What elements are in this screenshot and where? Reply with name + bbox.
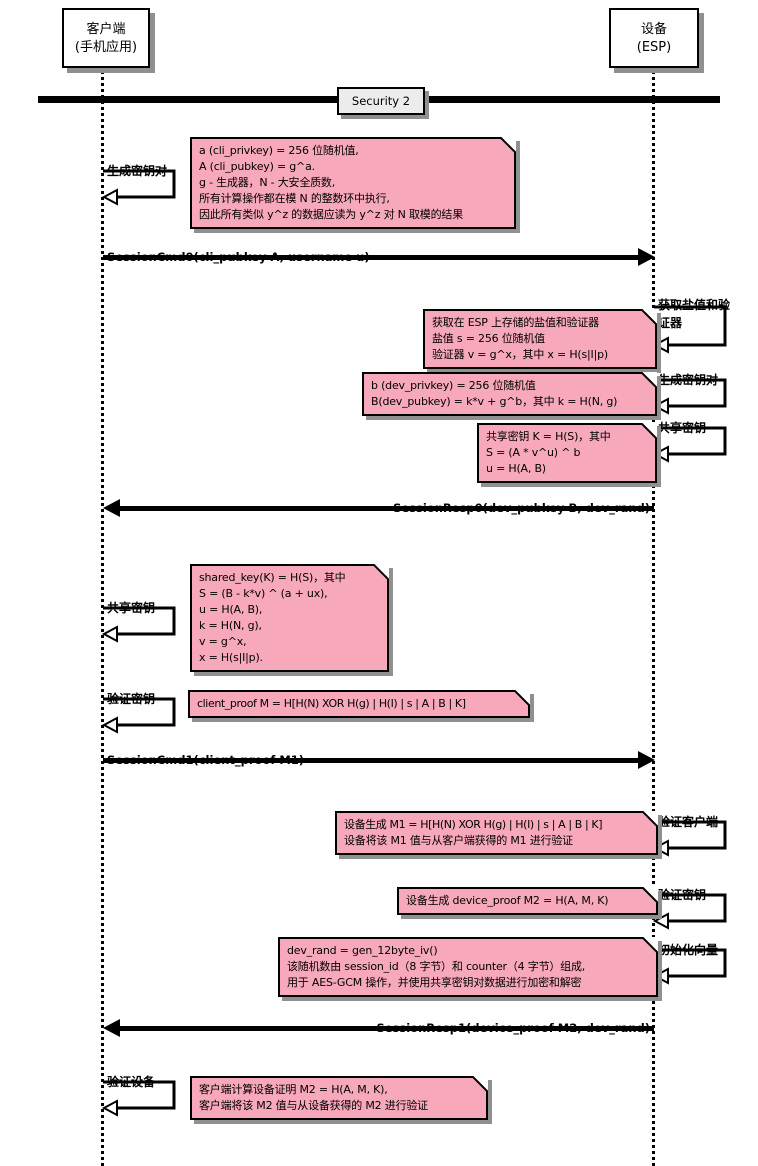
note-fold-icon: [641, 309, 657, 325]
separator-label: Security 2: [337, 87, 425, 115]
note-device-proof: 设备生成 device_proof M2 = H(A, M, K): [397, 887, 658, 915]
note-client-keypair: a (cli_privkey) = 256 位随机值, A (cli_pubke…: [190, 137, 516, 229]
note-line: 设备将该 M1 值与从客户端获得的 M1 进行验证: [344, 834, 573, 847]
arrow-left-icon: [103, 1019, 120, 1037]
arrow-right-icon: [638, 248, 655, 266]
note-fold-icon: [642, 937, 658, 953]
note-line: 设备生成 device_proof M2 = H(A, M, K): [406, 894, 609, 907]
note-client-shared-key: shared_key(K) = H(S)，其中 S = (B - k*v) ^ …: [190, 564, 389, 672]
participant-device: 设备 (ESP): [609, 8, 699, 68]
note-line: k = H(N, g),: [199, 619, 262, 632]
device-lifeline: [652, 64, 655, 1166]
note-line: 验证器 v = g^x，其中 x = H(s|I|p): [432, 348, 608, 361]
client-lifeline: [101, 64, 104, 1166]
note-line: 所有计算操作都在模 N 的整数环中执行,: [199, 192, 390, 205]
note-line: 因此所有类似 y^z 的数据应读为 y^z 对 N 取模的结果: [199, 208, 464, 221]
u-turn-arrow-icon: [101, 1080, 176, 1117]
message-session-resp1-line: [119, 1026, 654, 1031]
note-line: u = H(A, B): [486, 462, 546, 475]
note-line: 获取在 ESP 上存储的盐值和验证器: [432, 316, 599, 329]
note-line: v = g^x,: [199, 635, 247, 648]
arrow-left-icon: [103, 499, 120, 517]
note-line: B(dev_pubkey) = k*v + g^b，其中 k = H(N, g): [371, 395, 618, 408]
note-device-keypair: b (dev_privkey) = 256 位随机值 B(dev_pubkey)…: [362, 372, 657, 416]
u-turn-arrow-icon: [652, 378, 727, 415]
note-line: shared_key(K) = H(S)，其中: [199, 571, 346, 584]
note-line: a (cli_privkey) = 256 位随机值,: [199, 144, 359, 157]
message-session-cmd0-line: [103, 255, 638, 260]
u-turn-arrow-icon: [652, 893, 727, 930]
participant-device-name: 设备: [640, 21, 667, 37]
note-fold-icon: [514, 690, 530, 706]
u-turn-arrow-icon: [652, 948, 727, 985]
u-turn-arrow-icon: [101, 169, 176, 206]
note-client-proof: client_proof M = H[H(N) XOR H(g) | H(I) …: [188, 690, 530, 718]
note-fold-icon: [642, 887, 658, 903]
note-line: 用于 AES-GCM 操作，并使用共享密钥对数据进行加密和解密: [287, 976, 582, 989]
u-turn-arrow-icon: [101, 697, 176, 734]
participant-device-subtitle: (ESP): [636, 39, 672, 55]
note-line: 设备生成 M1 = H[H(N) XOR H(g) | H(I) | s | A…: [344, 818, 603, 831]
note-line: dev_rand = gen_12byte_iv(): [287, 944, 438, 957]
note-device-salt-verifier: 获取在 ESP 上存储的盐值和验证器 盐值 s = 256 位随机值 验证器 v…: [423, 309, 657, 369]
note-fold-icon: [373, 564, 389, 580]
note-fold-icon: [500, 137, 516, 153]
note-line: g - 生成器，N - 大安全质数,: [199, 176, 336, 189]
note-fold-icon: [641, 372, 657, 388]
arrow-right-icon: [638, 751, 655, 769]
note-line: client_proof M = H[H(N) XOR H(g) | H(I) …: [197, 697, 466, 710]
note-device-verify-client: 设备生成 M1 = H[H(N) XOR H(g) | H(I) | s | A…: [335, 811, 658, 855]
note-fold-icon: [641, 423, 657, 439]
note-line: 客户端将该 M2 值与从设备获得的 M2 进行验证: [199, 1099, 428, 1112]
note-line: 该随机数由 session_id（8 字节）和 counter（4 字节）组成,: [287, 960, 586, 973]
note-line: 客户端计算设备证明 M2 = H(A, M, K),: [199, 1083, 388, 1096]
note-fold-icon: [472, 1076, 488, 1092]
note-line: S = (A * v^u) ^ b: [486, 446, 581, 459]
participant-client: 客户端 (手机应用): [62, 8, 150, 68]
u-turn-arrow-icon: [652, 426, 727, 463]
participant-client-name: 客户端: [86, 21, 126, 37]
note-device-iv: dev_rand = gen_12byte_iv() 该随机数由 session…: [278, 937, 658, 997]
note-line: b (dev_privkey) = 256 位随机值: [371, 379, 536, 392]
note-fold-icon: [642, 811, 658, 827]
note-line: A (cli_pubkey) = g^a.: [199, 160, 315, 173]
note-line: x = H(s|I|p).: [199, 651, 263, 664]
u-turn-arrow-icon: [101, 606, 176, 643]
note-line: 盐值 s = 256 位随机值: [432, 332, 545, 345]
note-line: u = H(A, B),: [199, 603, 263, 616]
note-line: 共享密钥 K = H(S)，其中: [486, 430, 611, 443]
note-client-verify-device: 客户端计算设备证明 M2 = H(A, M, K), 客户端将该 M2 值与从设…: [190, 1076, 488, 1120]
message-session-cmd1-line: [103, 758, 638, 763]
message-session-resp0-line: [119, 506, 654, 511]
note-line: S = (B - k*v) ^ (a + ux),: [199, 587, 328, 600]
note-device-shared-key: 共享密钥 K = H(S)，其中 S = (A * v^u) ^ b u = H…: [477, 423, 657, 483]
self-msg-line: 证器: [658, 316, 683, 330]
u-turn-arrow-icon: [652, 305, 727, 354]
u-turn-arrow-icon: [652, 820, 727, 857]
participant-client-subtitle: (手机应用): [74, 39, 138, 55]
